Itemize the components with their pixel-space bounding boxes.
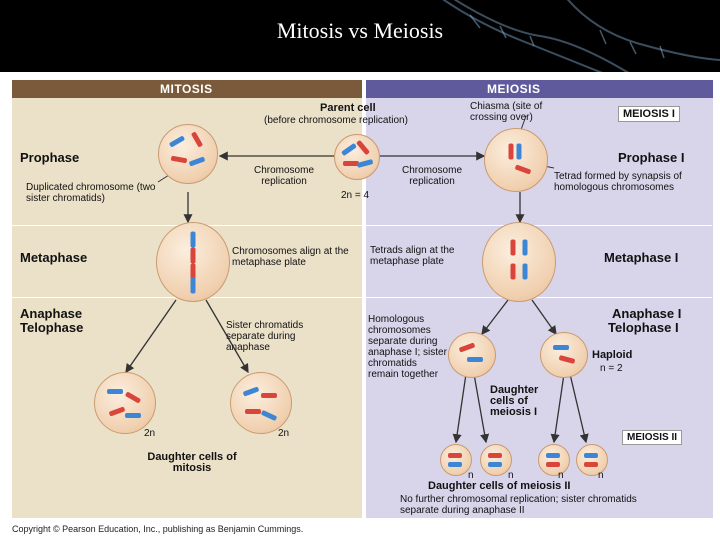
sister-chromatids-separate-label: Sister chromatids separate during anapha… [226, 320, 304, 353]
chromosome [190, 277, 196, 294]
chromosome [558, 355, 576, 364]
chromosome-replication-left-label: Chromosome replication [253, 165, 315, 187]
chromosome [190, 131, 204, 148]
chromosome [188, 156, 206, 167]
arrows-layer [125, 115, 589, 444]
meiosis-ii-box: MEIOSIS II [622, 430, 683, 445]
mitosis-meiosis-figure: MITOSIS MEIOSIS [8, 72, 713, 518]
chromosome [170, 155, 188, 164]
anaphase-i-label: Anaphase I [612, 306, 682, 321]
chromosomes-align-label: Chromosomes align at the metaphase plate [232, 246, 349, 268]
metaphase-i-label: Metaphase I [604, 250, 679, 265]
chromosome [510, 263, 516, 280]
telophase-label: Telophase [20, 320, 84, 335]
meiosis-ii-n-label-3: n [558, 470, 564, 481]
daughter-cells-meiosis-i-label: Daughter cells of meiosis I [490, 384, 539, 418]
divider-metaphase-anaphase [12, 297, 712, 298]
slide-header: Mitosis vs Meiosis [0, 0, 720, 72]
chromosome [124, 391, 142, 404]
chromosome [107, 389, 123, 394]
metaphase-label: Metaphase [20, 250, 88, 265]
chromosome [546, 462, 560, 467]
chromosome [125, 413, 141, 418]
mitosis-prophase-cell [158, 124, 218, 184]
chromosome-replication-right-label: Chromosome replication [401, 165, 463, 187]
daughter-cells-mitosis-label: Daughter cells of mitosis [147, 451, 237, 474]
duplicated-chromosome-label: Duplicated chromosome (two sister chroma… [26, 182, 156, 204]
chromosome [516, 143, 522, 160]
copyright-notice: Copyright © Pearson Education, Inc., pub… [12, 524, 304, 534]
chromosome [190, 231, 196, 248]
before-replication-label: (before chromosome replication) [264, 115, 408, 126]
chromosome [514, 164, 532, 175]
telophase-i-label: Telophase I [608, 320, 679, 335]
chromosome [467, 357, 483, 362]
haploid-label: Haploid [592, 349, 633, 361]
chromosome [190, 247, 196, 264]
diploid-number-label: 2n = 4 [341, 190, 370, 201]
prophase-i-label: Prophase I [618, 150, 685, 165]
meiosis-ii-daughter-cell-2 [480, 444, 512, 476]
meiosis-prophase-cell [484, 128, 548, 192]
chromosome [522, 239, 528, 256]
chromosome [108, 406, 126, 417]
chromosome [168, 135, 186, 148]
chromosome [245, 409, 261, 414]
prophase-label: Prophase [20, 150, 80, 165]
mitosis-daughter-2n-right-label: 2n [278, 428, 290, 439]
chromosome [488, 453, 502, 458]
mitosis-daughter-cell-2 [230, 372, 292, 434]
meiosis-ii-n-label-2: n [508, 470, 514, 481]
meiosis-i-daughter-cell-1 [448, 332, 496, 378]
mitosis-daughter-2n-left-label: 2n [144, 428, 156, 439]
meiosis-metaphase-cell [482, 222, 556, 302]
chromosome [261, 393, 277, 398]
chiasma-label: Chiasma (site of crossing over) [470, 101, 543, 123]
tetrads-align-label: Tetrads align at the metaphase plate [370, 245, 455, 267]
meiosis-header: MEIOSIS [366, 80, 713, 98]
slide-title: Mitosis vs Meiosis [276, 18, 444, 43]
homologous-separate-label: Homologous chromosomes separate during a… [368, 314, 447, 380]
chromosome [553, 345, 569, 350]
mitosis-metaphase-cell [156, 222, 230, 302]
meiosis-ii-n-label-1: n [468, 470, 474, 481]
mitosis-daughter-cell-1 [94, 372, 156, 434]
meiosis-ii-daughter-cell-1 [440, 444, 472, 476]
chromosome [343, 161, 359, 166]
chromosome [458, 342, 476, 353]
chromosome [242, 386, 260, 397]
chromosome [584, 453, 598, 458]
meiosis-ii-daughter-cell-4 [576, 444, 608, 476]
chromosome [510, 239, 516, 256]
chromosome [522, 263, 528, 280]
chromosome [488, 462, 502, 467]
parent-cell [334, 134, 380, 180]
anaphase-label: Anaphase [20, 306, 83, 321]
dna-helix-decoration [442, 0, 720, 72]
chromosome [355, 139, 371, 156]
mitosis-header: MITOSIS [12, 80, 362, 98]
meiosis-ii-n-label-4: n [598, 470, 604, 481]
tetrad-formed-label: Tetrad formed by synapsis of homologous … [554, 171, 682, 193]
no-further-replication-label: No further chromosomal replication; sist… [400, 494, 637, 516]
meiosis-i-daughter-cell-2 [540, 332, 588, 378]
meiosis-ii-daughter-cell-3 [538, 444, 570, 476]
divider-prophase-metaphase [12, 225, 712, 226]
chromosome [260, 409, 278, 422]
haploid-number-label: n = 2 [600, 363, 623, 374]
chromosome [341, 142, 357, 157]
meiosis-i-box: MEIOSIS I [618, 106, 680, 122]
chromosome [448, 453, 462, 458]
chromosome [546, 453, 560, 458]
daughter-cells-meiosis-ii-label: Daughter cells of meiosis II [428, 480, 571, 492]
parent-cell-label: Parent cell [320, 102, 376, 114]
chromosome [584, 462, 598, 467]
chromosome [508, 143, 514, 160]
chromosome [448, 462, 462, 467]
chromosome [356, 159, 374, 168]
